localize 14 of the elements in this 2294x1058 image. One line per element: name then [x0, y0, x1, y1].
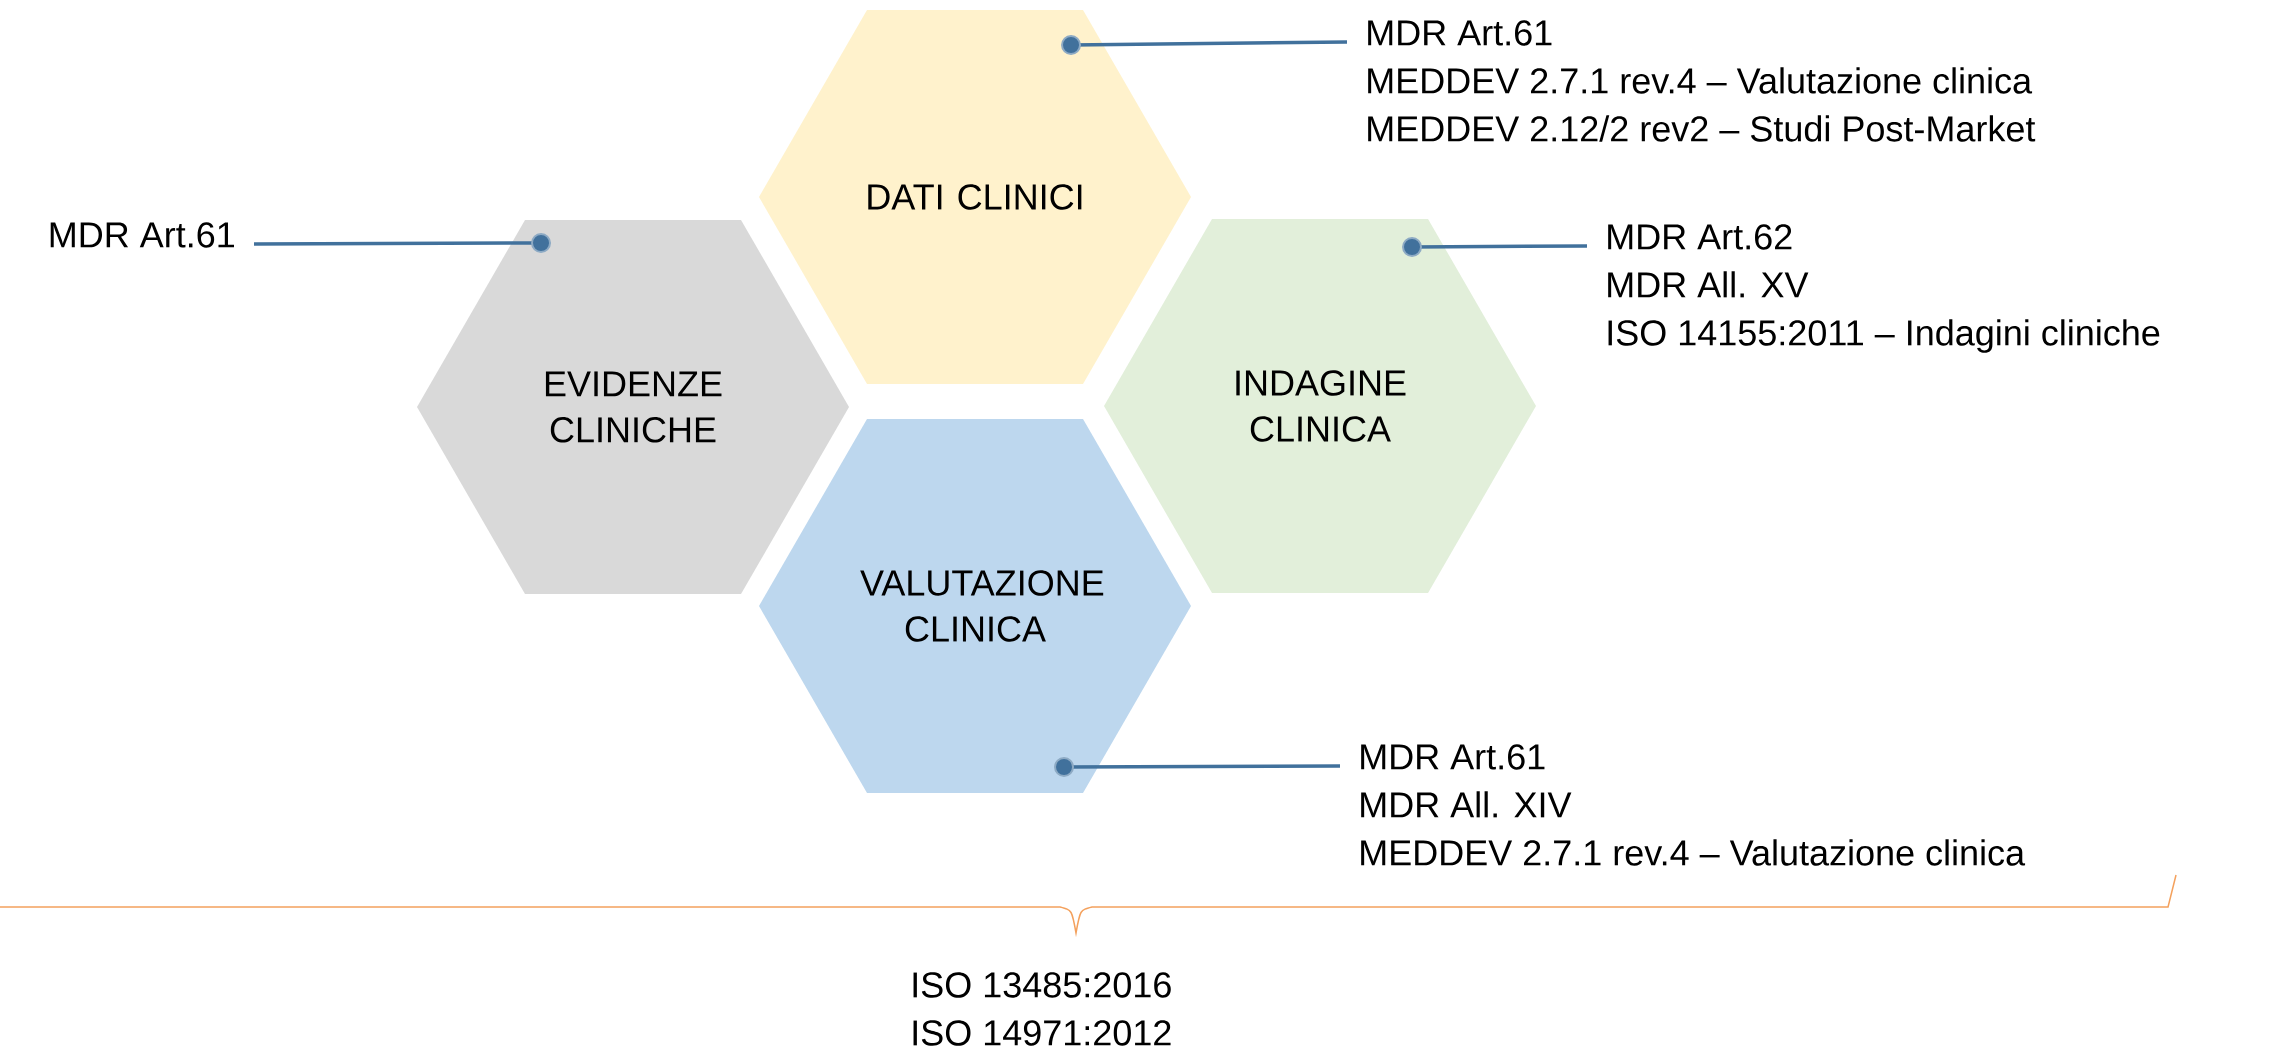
hexagon: INDAGINE CLINICA [1104, 218, 1536, 594]
hexagon: VALUTAZIONE CLINICA [759, 418, 1191, 794]
reference-text: MDR Art.61 MDR All. XIV MEDDEV 2.7.1 rev.4 – Valutazione clinica [1361, 744, 2026, 866]
leader-line [1061, 35, 1348, 55]
reference-text: MDR Art.61 MEDDEV 2.7.1 rev.4 – Valutazione clinica MEDDEV 2.12/2 rev2 – Studi Post-Market [1368, 20, 2036, 142]
reference-text: ISO 14971:2012 [913, 1020, 1171, 1046]
reference-text: ISO 13485:2016 [913, 972, 1171, 998]
hexagon: EVIDENZE CLINICHE [417, 219, 849, 595]
leader-line [254, 233, 551, 253]
leader-line [1054, 757, 1341, 777]
hexagon: DATI CLINICI [759, 9, 1191, 385]
reference-text: MDR Art.61 [50, 222, 234, 248]
reference-text: MDR Art.62 MDR All. XV ISO 14155:2011 – Indagini cliniche [1608, 224, 2160, 353]
leader-line [1402, 237, 1588, 257]
